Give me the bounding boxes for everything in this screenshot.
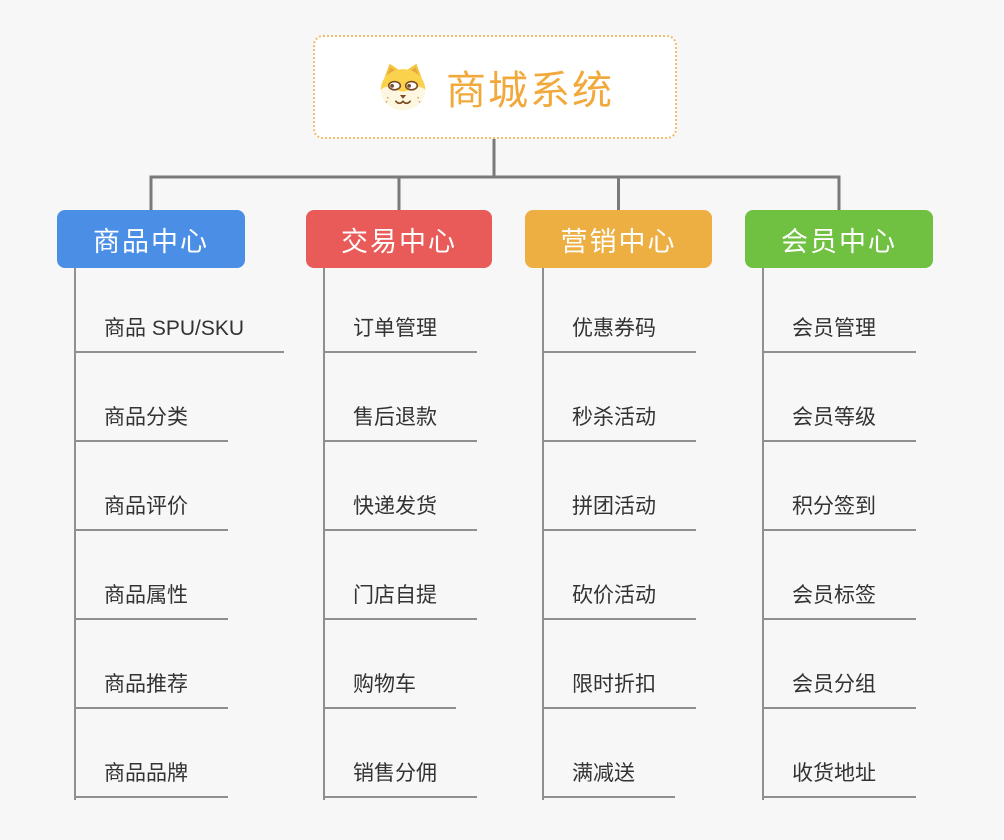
leaf-node[interactable]: 会员管理 bbox=[762, 312, 916, 353]
root-node[interactable]: 商城系统 bbox=[313, 35, 677, 139]
leaf-node[interactable]: 优惠券码 bbox=[542, 312, 696, 353]
branch-trunk-line bbox=[323, 268, 325, 800]
branch-trunk-line bbox=[542, 268, 544, 800]
leaf-node[interactable]: 拼团活动 bbox=[542, 490, 696, 531]
branch-node[interactable]: 营销中心 bbox=[525, 210, 712, 268]
leaf-node[interactable]: 商品分类 bbox=[74, 401, 228, 442]
leaf-node[interactable]: 收货地址 bbox=[762, 757, 916, 798]
branch-node[interactable]: 交易中心 bbox=[306, 210, 492, 268]
branch-label: 交易中心 bbox=[341, 226, 457, 257]
leaf-node[interactable]: 订单管理 bbox=[323, 312, 477, 353]
leaf-node[interactable]: 商品推荐 bbox=[74, 668, 228, 709]
branch-node[interactable]: 会员中心 bbox=[745, 210, 933, 268]
leaf-node[interactable]: 会员分组 bbox=[762, 668, 916, 709]
branch-label: 商品中心 bbox=[93, 226, 209, 257]
root-title: 商城系统 bbox=[446, 69, 614, 113]
leaf-node[interactable]: 快递发货 bbox=[323, 490, 477, 531]
leaf-node[interactable]: 限时折扣 bbox=[542, 668, 696, 709]
branch-label: 营销中心 bbox=[560, 226, 677, 257]
leaf-node[interactable]: 积分签到 bbox=[762, 490, 916, 531]
leaf-node[interactable]: 售后退款 bbox=[323, 401, 477, 442]
leaf-node[interactable]: 满减送 bbox=[542, 757, 675, 798]
branch-trunk-line bbox=[762, 268, 764, 800]
leaf-node[interactable]: 商品评价 bbox=[74, 490, 228, 531]
leaf-node[interactable]: 砍价活动 bbox=[542, 579, 696, 620]
leaf-node[interactable]: 商品 SPU/SKU bbox=[74, 312, 285, 353]
leaf-node[interactable]: 门店自提 bbox=[323, 579, 477, 620]
leaf-node[interactable]: 购物车 bbox=[323, 668, 456, 709]
branch-trunk-line bbox=[74, 268, 76, 800]
doge-icon bbox=[376, 62, 430, 112]
leaf-node[interactable]: 秒杀活动 bbox=[542, 401, 696, 442]
leaf-node[interactable]: 销售分佣 bbox=[323, 757, 477, 798]
branch-label: 会员中心 bbox=[781, 226, 897, 257]
leaf-node[interactable]: 会员标签 bbox=[762, 579, 916, 620]
branch-node[interactable]: 商品中心 bbox=[57, 210, 245, 268]
leaf-node[interactable]: 商品品牌 bbox=[74, 757, 228, 798]
leaf-node[interactable]: 商品属性 bbox=[74, 579, 228, 620]
leaf-node[interactable]: 会员等级 bbox=[762, 401, 916, 442]
